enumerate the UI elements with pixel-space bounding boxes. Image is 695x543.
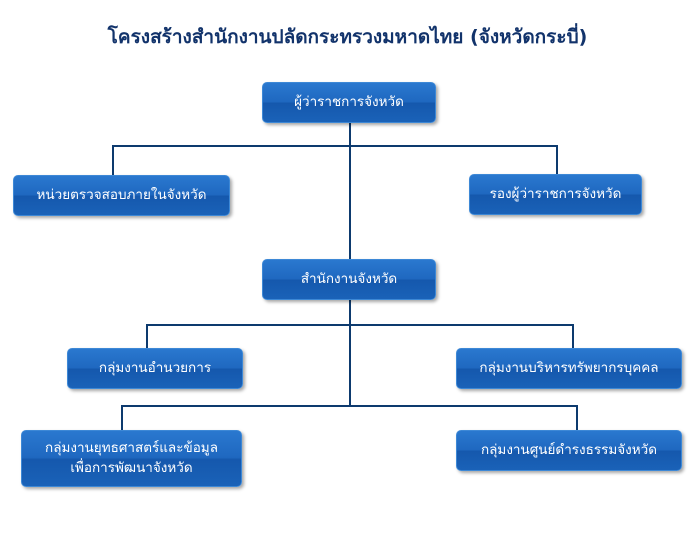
node-label: หน่วยตรวจสอบภายในจังหวัด	[36, 186, 207, 203]
connector-line	[112, 145, 114, 175]
connector-line	[576, 405, 578, 430]
node-label: ผู้ว่าราชการจังหวัด	[294, 93, 404, 110]
chart-title: โครงสร้างสำนักงานปลัดกระทรวงมหาดไทย (จัง…	[107, 26, 588, 48]
node-label: กลุ่มงานบริหารทรัพยากรบุคคล	[479, 359, 659, 376]
node-label-line2: เพื่อการพัฒนาจังหวัด	[70, 459, 193, 476]
node-deputy-governor[interactable]: รองผู้ว่าราชการจังหวัด	[469, 174, 642, 215]
node-label-line1: กลุ่มงานยุทธศาสตร์และข้อมูล	[45, 439, 218, 456]
node-label: สำนักงานจังหวัด	[300, 270, 398, 287]
connector-line	[121, 405, 123, 430]
node-governor[interactable]: ผู้ว่าราชการจังหวัด	[262, 82, 436, 123]
connector-line	[349, 299, 351, 407]
node-damrongdhama-group[interactable]: กลุ่มงานศูนย์ดำรงธรรมจังหวัด	[456, 430, 682, 471]
node-label: รองผู้ว่าราชการจังหวัด	[489, 185, 622, 202]
connector-line	[112, 145, 558, 147]
connector-line	[146, 324, 574, 326]
connector-line	[572, 324, 574, 348]
connector-line	[349, 122, 351, 259]
connector-line	[556, 145, 558, 174]
node-hr-group[interactable]: กลุ่มงานบริหารทรัพยากรบุคคล	[456, 348, 682, 389]
connector-line	[146, 324, 148, 348]
node-label: กลุ่มงานศูนย์ดำรงธรรมจังหวัด	[480, 441, 658, 458]
node-provincial-office[interactable]: สำนักงานจังหวัด	[262, 259, 436, 300]
connector-line	[121, 405, 578, 407]
node-internal-audit[interactable]: หน่วยตรวจสอบภายในจังหวัด	[13, 175, 230, 216]
node-strategy-group[interactable]: กลุ่มงานยุทธศาสตร์และข้อมูล เพื่อการพัฒน…	[21, 430, 242, 487]
node-admin-group[interactable]: กลุ่มงานอำนวยการ	[67, 348, 243, 389]
node-label: กลุ่มงานอำนวยการ	[98, 359, 212, 376]
